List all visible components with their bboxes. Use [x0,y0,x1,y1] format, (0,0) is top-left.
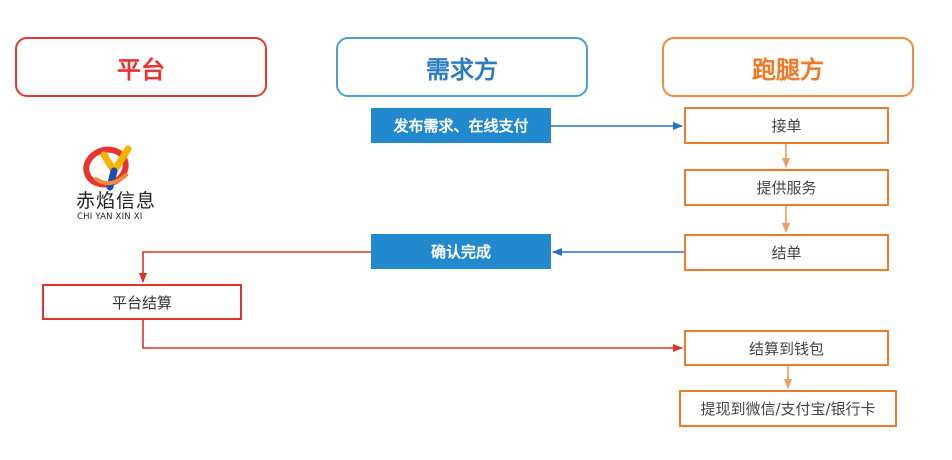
arrow-settle-to-wallet [142,320,683,352]
step-settle-to-wallet: 结算到钱包 [684,330,889,366]
lane-header-runner: 跑腿方 [662,37,914,97]
step-publish-pay: 发布需求、在线支付 [371,108,551,143]
step-finish-order: 结单 [684,234,889,271]
company-logo-icon [83,145,132,191]
step-accept-order: 接单 [684,107,889,144]
lane-header-demand: 需求方 [336,37,588,97]
logo-name-cn: 赤焰信息 [76,190,157,212]
step-confirm-complete: 确认完成 [371,234,551,269]
step-provide-service: 提供服务 [684,169,889,206]
arrow-confirm-to-settle [139,251,371,283]
lane-header-platform: 平台 [15,37,267,97]
logo-name-en: CHI YAN XIN XI [77,212,143,222]
step-platform-settle: 平台结算 [42,284,242,320]
step-withdraw: 提现到微信/支付宝/银行卡 [679,390,897,427]
